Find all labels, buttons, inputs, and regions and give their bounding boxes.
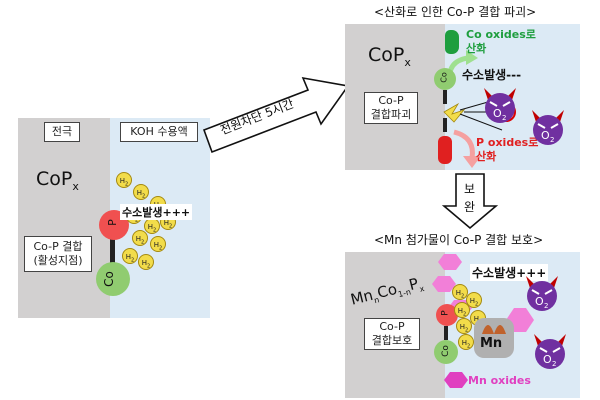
top-co-atom: [434, 68, 456, 90]
o2-molecule-icon: O 2: [534, 334, 566, 369]
svg-text:O: O: [493, 107, 502, 120]
h2-molecule: H2: [454, 302, 470, 318]
bond-active-site-label: Co-P 결합 (활성지점): [24, 236, 92, 272]
co-atom-label: Co: [101, 271, 116, 287]
h2-molecule: H2: [150, 236, 166, 252]
mn-label: Mn: [480, 336, 503, 351]
co-p-bond: [110, 230, 115, 264]
co-atom: [96, 262, 130, 296]
top-bond-stub: [443, 118, 447, 132]
top-catalyst-formula: CoPx: [368, 44, 411, 69]
mn-shield: [474, 318, 514, 358]
bottom-panel-title: <Mn 첨가물이 Co-P 결합 보호>: [374, 233, 544, 247]
o2-molecule-icon: O 2: [532, 110, 564, 145]
bottom-bond-protected-label: Co-P 결합보호: [364, 318, 420, 350]
improvement-label: 보 완: [464, 182, 476, 214]
h2-molecule: H2: [116, 172, 132, 188]
top-co-atom-label: Co: [439, 72, 449, 83]
bottom-co-atom-label: Co: [440, 345, 451, 357]
bottom-co-p-bond: [444, 326, 448, 340]
svg-text:2: 2: [502, 114, 506, 122]
bottom-co-atom: [434, 340, 458, 364]
svg-text:2: 2: [550, 136, 554, 144]
h2-molecule: H2: [458, 334, 474, 350]
power-off-arrow: [202, 76, 350, 154]
mn-oxides-label: Mn oxides: [468, 374, 531, 387]
bottom-p-atom-label: P: [440, 310, 451, 316]
mn-shield-icon: [482, 325, 506, 334]
electrode-label: 전극: [44, 122, 80, 142]
h2-molecule: H2: [122, 248, 138, 264]
p-oxidation-arrow: [453, 129, 481, 168]
svg-text:O: O: [541, 129, 550, 142]
electrolyte-label: KOH 수용액: [120, 122, 198, 142]
svg-text:O: O: [535, 295, 544, 308]
top-bond-stub: [443, 90, 447, 104]
svg-text:2: 2: [552, 360, 556, 368]
h2-molecule: H2: [144, 218, 160, 234]
top-evolution-label: 수소발생---: [462, 68, 522, 82]
h2-molecule: H2: [132, 230, 148, 246]
p-oxide-blob: [438, 136, 452, 164]
svg-text:2: 2: [544, 302, 548, 310]
hydrogen-evolution-label: 수소발생+++: [120, 204, 193, 220]
h2-molecule: H2: [138, 254, 154, 270]
h2-molecule: H2: [466, 292, 482, 308]
h2-molecule: H2: [452, 284, 468, 300]
electrode-region: [18, 118, 110, 318]
bottom-evolution-label: 수소발생+++: [470, 264, 549, 281]
co-oxides-label: Co oxides로 산화: [466, 28, 536, 55]
o2-molecule-icon: O 2: [484, 88, 516, 123]
svg-text:O: O: [543, 353, 552, 366]
co-oxide-blob: [445, 30, 459, 54]
top-bond-broken-label: Co-P 결합파괴: [364, 92, 418, 124]
p-oxides-label: P oxides로 산화: [476, 136, 539, 163]
h2-molecule: H2: [456, 318, 472, 334]
bottom-p-atom: [436, 304, 458, 326]
p-atom-label: P: [105, 219, 119, 226]
catalyst-formula: CoPx: [36, 168, 79, 193]
top-panel-title: <산화로 인한 Co-P 결합 파괴>: [374, 5, 537, 19]
h2-molecule: H2: [133, 184, 149, 200]
o2-molecule-icon: O 2: [526, 276, 558, 311]
improvement-arrow: [441, 173, 499, 230]
